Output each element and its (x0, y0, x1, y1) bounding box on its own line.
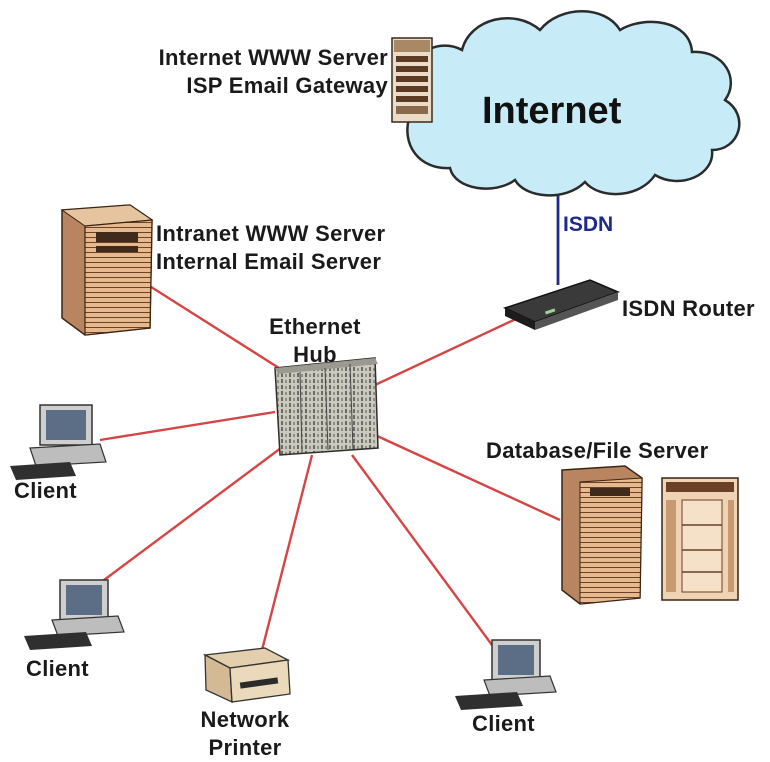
ethernet-hub-label: Ethernet Hub (255, 313, 375, 369)
isdn-router-label: ISDN Router (622, 296, 755, 321)
link-hub-intranet-server (147, 283, 291, 377)
link-hub-client-2 (99, 444, 286, 584)
computer-icon (10, 404, 107, 480)
intranet-server-label: Intranet WWW Server Internal Email Serve… (156, 220, 385, 276)
client-2-label: Client (26, 656, 89, 681)
cloud-label: Internet (482, 90, 622, 132)
client-1-label: Client (14, 478, 77, 503)
intranet-server-label-line-1: Intranet WWW Server (156, 221, 386, 246)
intranet-server-label-line-2: Internal Email Server (156, 249, 382, 274)
computer-icon (455, 639, 557, 710)
client-3-label: Client (472, 711, 535, 736)
link-hub-printer (260, 454, 314, 651)
internet-server-label: Internet WWW Server ISP Email Gateway (88, 44, 388, 100)
lan-links (99, 283, 561, 651)
link-hub-database (374, 433, 561, 522)
server-rack-icon (391, 37, 433, 123)
printer-label-line-1: Network (200, 707, 290, 732)
printer-label: Network Printer (185, 706, 305, 762)
database-server-label: Database/File Server (486, 438, 709, 463)
internet-server-label-line-2: ISP Email Gateway (186, 73, 388, 98)
computer-icon (24, 579, 125, 650)
ethernet-hub-label-line-2: Hub (293, 342, 337, 367)
router-icon (502, 279, 621, 330)
printer-icon (202, 647, 291, 704)
link-hub-client-3 (351, 454, 493, 646)
ethernet-hub-label-line-1: Ethernet (269, 314, 361, 339)
tower-server-icon (561, 465, 739, 605)
internet-cloud (395, 10, 741, 197)
isdn-link-label: ISDN (563, 213, 614, 236)
printer-label-line-2: Printer (208, 735, 282, 760)
hub-icon (274, 357, 379, 456)
link-hub-router (374, 316, 519, 387)
internet-server-label-line-1: Internet WWW Server (158, 45, 388, 70)
tower-server-icon (60, 204, 154, 336)
link-hub-client-1 (99, 410, 276, 442)
